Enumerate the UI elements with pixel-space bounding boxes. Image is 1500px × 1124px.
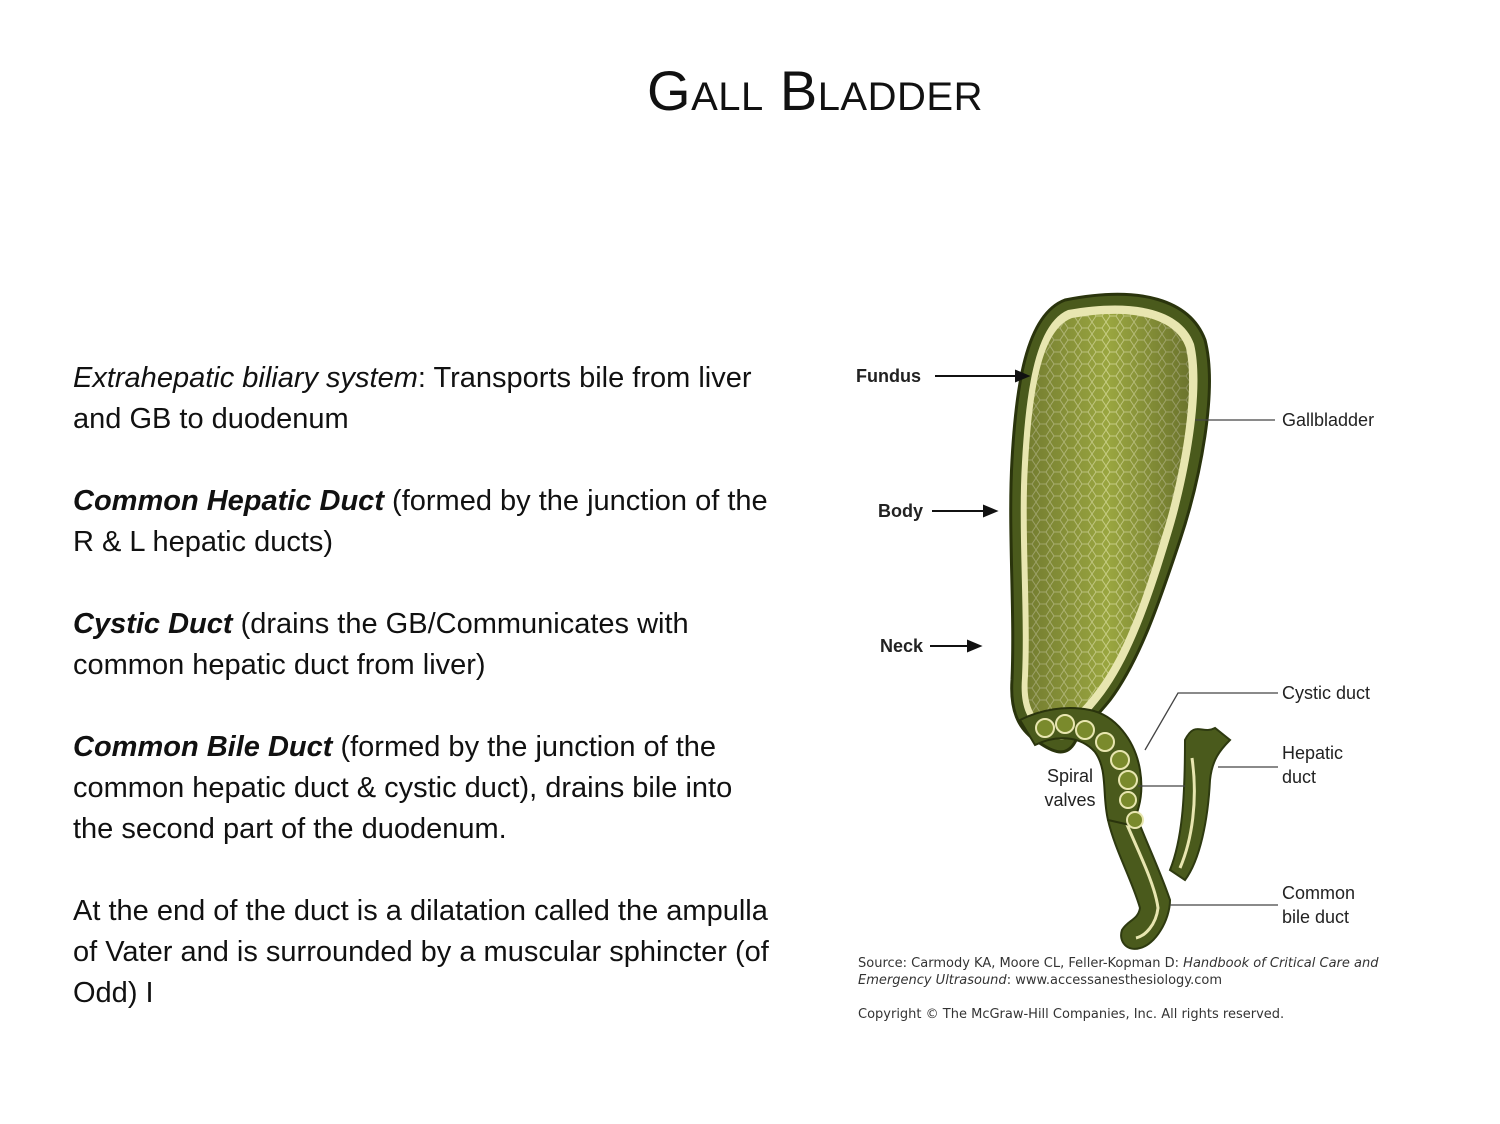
body-text: Extrahepatic biliary system: Transports … (73, 358, 773, 1014)
label-arrows (930, 369, 1031, 653)
figure-source: Source: Carmody KA, Moore CL, Feller-Kop… (858, 956, 1379, 988)
paragraph-ampulla: At the end of the duct is a dilatation c… (73, 895, 769, 1009)
label-cystic-duct: Cystic duct (1282, 683, 1371, 703)
paragraph-common-hepatic-duct: Common Hepatic Duct (formed by the junct… (73, 485, 768, 558)
paragraph-common-bile-duct: Common Bile Duct (formed by the junction… (73, 731, 733, 845)
leader-lines (1138, 419, 1278, 906)
gallbladder-illustration (930, 292, 1278, 950)
label-neck: Neck (880, 636, 924, 656)
label-body: Body (878, 501, 923, 521)
paragraph-cystic-duct: Cystic Duct (drains the GB/Communicates … (73, 608, 689, 681)
slide-title: GALL BLADDER (647, 59, 983, 122)
gallbladder-figure: Fundus Body Neck Gallbladder Cystic duct… (840, 280, 1460, 1060)
paragraph-extrahepatic: Extrahepatic biliary system: Transports … (73, 362, 752, 435)
common-bile-duct-shape (1106, 798, 1172, 950)
figure-copyright: Copyright © The McGraw-Hill Companies, I… (858, 1007, 1285, 1022)
spiral-valves-shape (1035, 714, 1144, 829)
hepatic-duct-shape (1168, 726, 1232, 882)
label-gallbladder: Gallbladder (1282, 410, 1375, 430)
label-fundus: Fundus (856, 366, 921, 386)
